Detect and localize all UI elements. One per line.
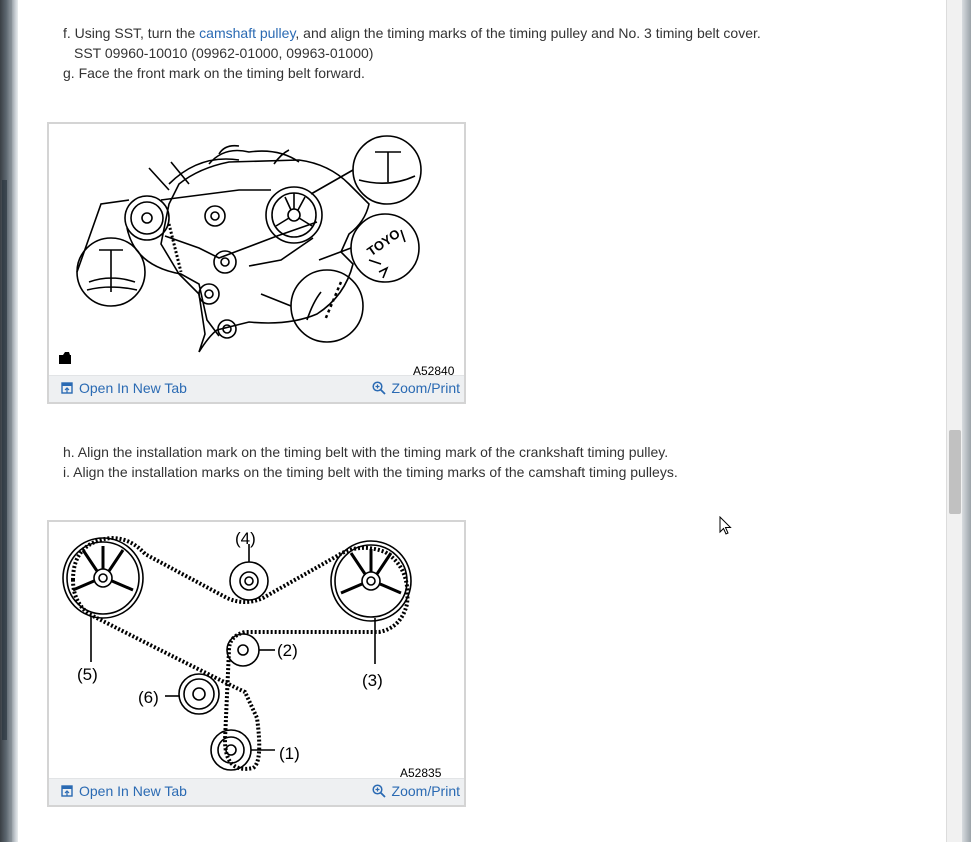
timing-marks-illustration: TOYO A52840 xyxy=(49,124,464,378)
belt-routing-illustration: (4) (2) (3) (5) (6) (1) A52835 xyxy=(49,522,464,780)
open-in-new-tab-label: Open In New Tab xyxy=(79,380,187,396)
figure-toolbar: Open In New Tab Zoom/Print xyxy=(49,375,464,402)
magnifier-plus-icon xyxy=(371,784,386,798)
vertical-scrollbar-thumb[interactable] xyxy=(949,430,961,514)
figure-timing-marks: TOYO A52840 Open In New Tab Zoom/Print xyxy=(47,122,466,404)
toyo-stamp-text: TOYO xyxy=(364,226,403,259)
step-g-text: g. Face the front mark on the timing bel… xyxy=(63,65,365,81)
figure-belt-routing: (4) (2) (3) (5) (6) (1) A52835 Open In N… xyxy=(47,520,466,807)
camera-icon xyxy=(59,352,71,364)
figure-code: A52840 xyxy=(413,364,455,378)
window-right-edge xyxy=(962,0,971,842)
label-3: (3) xyxy=(362,671,383,690)
window-left-edge xyxy=(0,0,18,842)
zoom-print-button[interactable]: Zoom/Print xyxy=(371,783,460,799)
step-i-text: i. Align the installation marks on the t… xyxy=(63,464,678,480)
open-in-new-tab-button[interactable]: Open In New Tab xyxy=(61,783,187,799)
label-2: (2) xyxy=(277,641,298,660)
camshaft-pulley-link[interactable]: camshaft pulley xyxy=(199,25,296,41)
engine-timing-drawing: TOYO xyxy=(59,135,422,364)
zoom-print-label: Zoom/Print xyxy=(391,783,460,799)
figure-code: A52835 xyxy=(400,766,442,780)
step-f-sst: SST 09960-10010 (09962-01000, 09963-0100… xyxy=(74,45,374,61)
label-1: (1) xyxy=(279,744,300,763)
label-6: (6) xyxy=(138,688,159,707)
label-5: (5) xyxy=(77,665,98,684)
open-in-new-tab-icon xyxy=(61,785,73,797)
mouse-pointer-icon xyxy=(719,516,732,535)
step-h-text: h. Align the installation mark on the ti… xyxy=(63,444,669,460)
zoom-print-label: Zoom/Print xyxy=(391,380,460,396)
zoom-print-button[interactable]: Zoom/Print xyxy=(371,380,460,396)
label-4: (4) xyxy=(235,529,256,548)
open-in-new-tab-icon xyxy=(61,382,73,394)
open-in-new-tab-button[interactable]: Open In New Tab xyxy=(61,380,187,396)
belt-routing-drawing: (4) (2) (3) (5) (6) (1) xyxy=(62,529,412,771)
step-f-text: f. Using SST, turn the camshaft pulley, … xyxy=(63,25,761,41)
figure-toolbar: Open In New Tab Zoom/Print xyxy=(49,778,464,805)
magnifier-plus-icon xyxy=(371,381,386,395)
open-in-new-tab-label: Open In New Tab xyxy=(79,783,187,799)
